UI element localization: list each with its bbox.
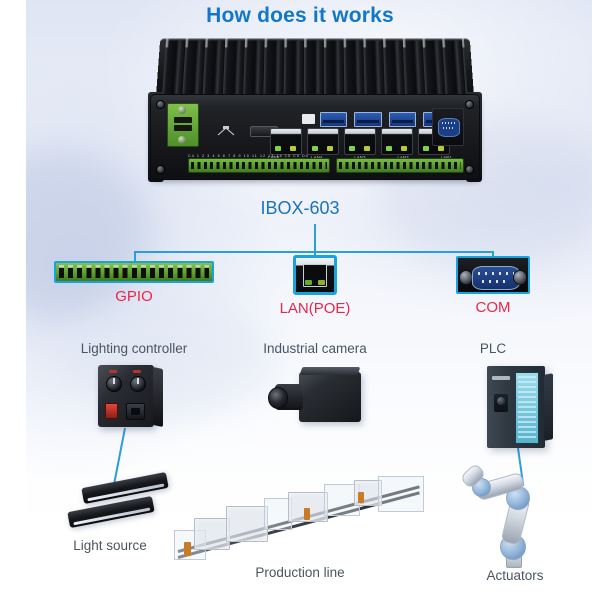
port-lan-poe[interactable]: LAN(POE) xyxy=(280,255,350,317)
lan-label: LAN3 xyxy=(354,155,365,160)
light-source-bar-icon xyxy=(58,471,178,538)
green-terminal-block-icon xyxy=(54,261,214,283)
screw-icon xyxy=(156,100,165,109)
io-panel: LAN5 LAN4 LAN3 LAN2 LAN1 C4 1 2 3 4 5 6 … xyxy=(164,100,466,174)
usb-port-row xyxy=(320,112,450,127)
right-margin xyxy=(592,0,600,600)
production-line-icon xyxy=(172,476,442,564)
lan-port-row xyxy=(270,128,450,155)
lan-label: LAN5 xyxy=(268,155,279,160)
connector-line-trunk xyxy=(314,224,316,252)
screw-icon xyxy=(156,165,165,174)
lan-label: LAN4 xyxy=(311,155,322,160)
background-blob xyxy=(60,300,280,420)
port-label-gpio: GPIO xyxy=(115,288,153,305)
screw-icon xyxy=(465,165,474,174)
usb-port xyxy=(354,112,382,127)
lan-label: LAN2 xyxy=(398,155,409,160)
heatsink-fins xyxy=(155,38,475,101)
plc-module-icon xyxy=(487,366,553,448)
db9-serial-port-icon xyxy=(456,256,530,294)
screw-icon xyxy=(465,100,474,109)
rj45-jack-icon xyxy=(293,255,337,295)
power-terminal-block xyxy=(167,103,199,147)
caption-industrial-camera: Industrial camera xyxy=(263,341,367,356)
caption-production-line: Production line xyxy=(255,565,345,580)
gpio-terminal-strip-right xyxy=(336,158,464,173)
port-gpio[interactable]: GPIO xyxy=(54,261,214,305)
lan-port-labels: LAN5 LAN4 LAN3 LAN2 LAN1 xyxy=(268,154,452,161)
antenna-connector-icon xyxy=(216,124,236,136)
ibox-603-device: LAN5 LAN4 LAN3 LAN2 LAN1 C4 1 2 3 4 5 6 … xyxy=(148,38,482,198)
robot-arm-icon xyxy=(459,462,574,568)
connector-line-to-gpio xyxy=(134,251,136,262)
port-com[interactable]: COM xyxy=(456,256,530,316)
page-title: How does it works xyxy=(206,4,394,27)
industrial-camera-icon xyxy=(268,367,361,422)
device-name: IBOX-603 xyxy=(260,198,340,218)
lan-port-lan2 xyxy=(381,128,413,155)
usb-port xyxy=(320,112,348,127)
caption-plc: PLC xyxy=(479,341,507,356)
caption-lighting-controller: Lighting controller xyxy=(80,341,188,356)
vga-port xyxy=(432,108,464,146)
caption-actuators: Actuators xyxy=(486,568,544,583)
lan-port-lan4 xyxy=(307,128,339,155)
terminal-pin-numbers: C4 1 2 3 4 5 6 7 8 9 10 11 12 13 14 15 C… xyxy=(188,154,309,158)
left-margin xyxy=(0,0,26,600)
port-label-com: COM xyxy=(475,299,511,316)
caption-light-source: Light source xyxy=(73,538,147,553)
lan-port-lan3 xyxy=(344,128,376,155)
lighting-controller-icon xyxy=(98,365,163,428)
lan-label: LAN1 xyxy=(441,155,452,160)
sd-card-slot xyxy=(302,114,315,124)
lan-port-lan5 xyxy=(270,128,302,155)
port-label-lan-poe: LAN(POE) xyxy=(279,300,351,317)
usb-port xyxy=(388,112,416,127)
gpio-terminal-strip-left xyxy=(188,158,330,173)
